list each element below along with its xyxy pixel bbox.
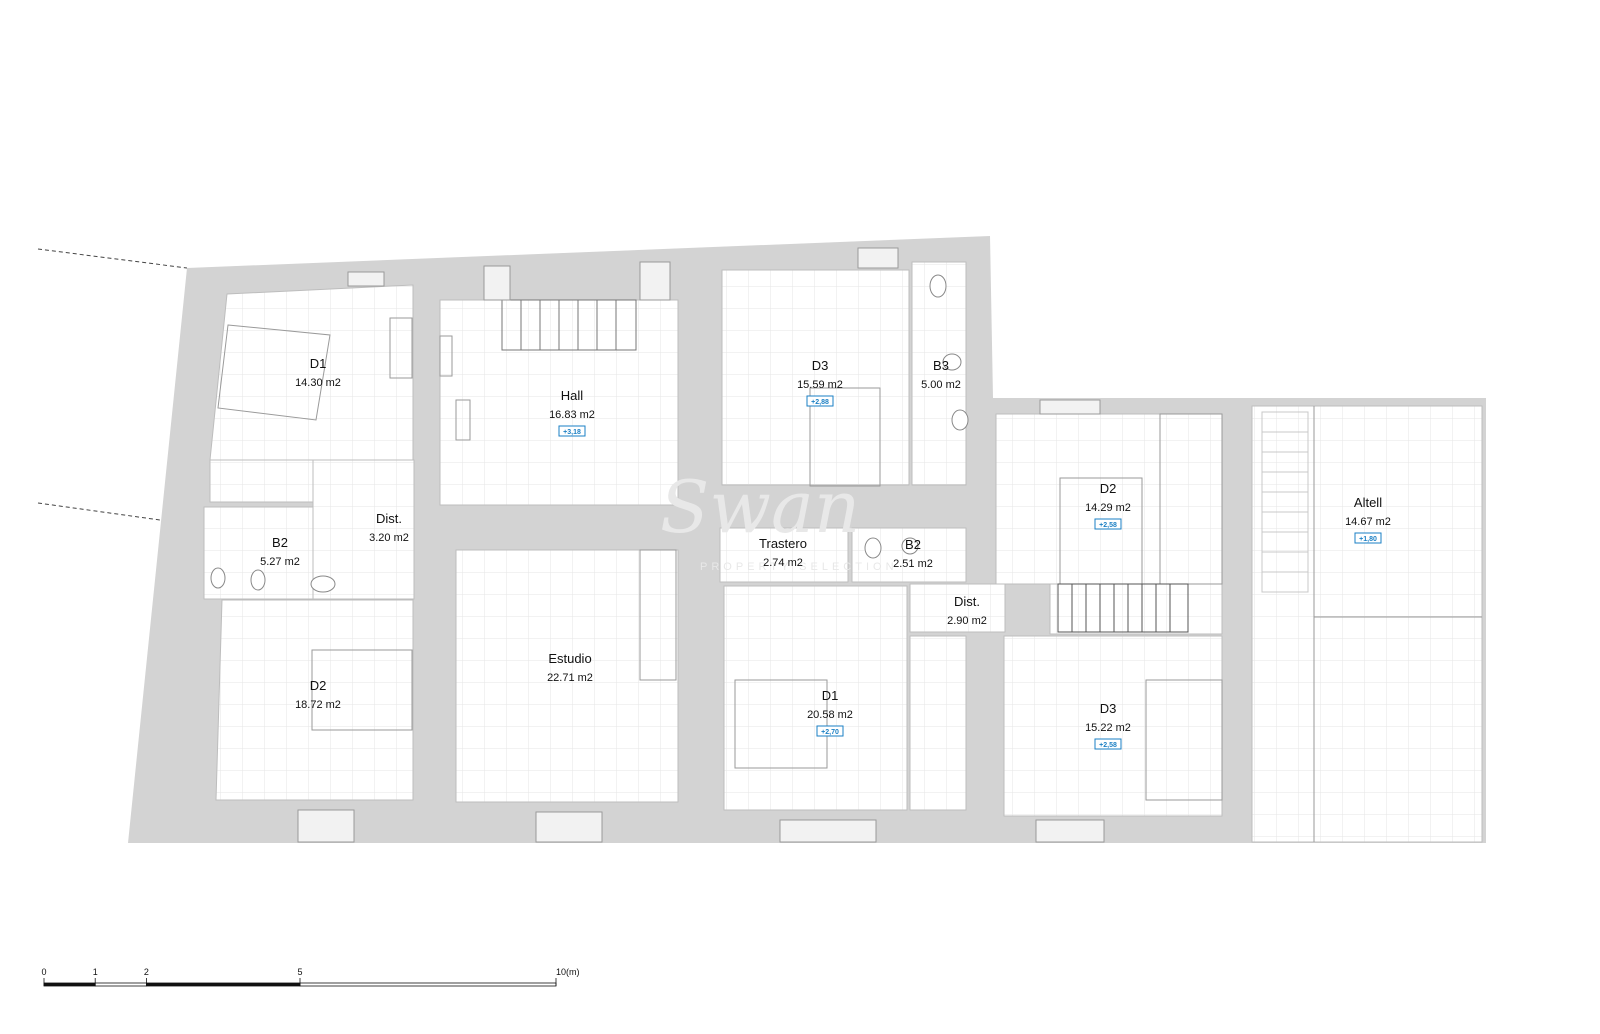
room-label-d2-east: D2 14.29 m2 +2,58 bbox=[1085, 481, 1131, 530]
room-name: D3 bbox=[812, 358, 829, 373]
level-badge: +3,18 bbox=[558, 425, 586, 437]
watermark-tagline: PROPERTY SELECTION bbox=[700, 561, 898, 573]
room-name: D2 bbox=[1100, 481, 1117, 496]
room-name: Altell bbox=[1354, 495, 1382, 510]
stairs-east bbox=[1057, 583, 1189, 633]
level-badge: +2,88 bbox=[806, 395, 834, 407]
room-area: 18.72 m2 bbox=[295, 699, 341, 711]
bidet-icon bbox=[250, 569, 266, 591]
level-value: +2,58 bbox=[1099, 522, 1117, 529]
boundary-lines bbox=[37, 248, 188, 521]
room-name: D2 bbox=[310, 678, 327, 693]
room-area: 14.67 m2 bbox=[1345, 516, 1391, 528]
bidet-icon bbox=[951, 409, 969, 431]
room-area: 20.58 m2 bbox=[807, 709, 853, 721]
room-area: 2.90 m2 bbox=[947, 615, 987, 627]
room-label-hall: Hall 16.83 m2 +3,18 bbox=[549, 388, 595, 437]
room-labels: D1 14.30 m2 B2 5.27 m2 Dist. 3.20 m2 D2 18.72 m… bbox=[260, 356, 1391, 750]
level-badge: +2,58 bbox=[1094, 518, 1122, 530]
level-value: +2,58 bbox=[1099, 742, 1117, 749]
room-name: B2 bbox=[272, 535, 288, 550]
room-label-altell: Altell 14.67 m2 +1,80 bbox=[1345, 495, 1391, 544]
scale-tick-label: 10(m) bbox=[556, 967, 580, 977]
scale-segment bbox=[94, 982, 147, 987]
room-name: Estudio bbox=[548, 651, 591, 666]
room-area: 14.29 m2 bbox=[1085, 502, 1131, 514]
washbasin-icon bbox=[901, 537, 919, 555]
level-value: +2,88 bbox=[811, 399, 829, 406]
room-label-b2-center: B2 2.51 m2 bbox=[893, 537, 933, 570]
scale-segment bbox=[145, 982, 301, 987]
level-badge: +2,58 bbox=[1094, 738, 1122, 750]
room-label-d1-center: D1 20.58 m2 +2,70 bbox=[807, 688, 853, 737]
room-area: 16.83 m2 bbox=[549, 409, 595, 421]
toilet-icon bbox=[864, 537, 882, 559]
room-area: 3.20 m2 bbox=[369, 532, 409, 544]
room-name: Dist. bbox=[954, 594, 980, 609]
room-label-dist-west: Dist. 3.20 m2 bbox=[369, 511, 409, 544]
washbasin-icon bbox=[310, 575, 336, 593]
room-area: 14.30 m2 bbox=[295, 377, 341, 389]
windows bbox=[297, 247, 1105, 843]
level-value: +2,70 bbox=[821, 729, 839, 736]
room-area: 2.51 m2 bbox=[893, 558, 933, 570]
room-label-trastero: Trastero 2.74 m2 bbox=[759, 536, 807, 569]
room-label-d3-center: D3 15.59 m2 +2,88 bbox=[797, 358, 843, 407]
room-area: 15.22 m2 bbox=[1085, 722, 1131, 734]
level-badge: +1,80 bbox=[1354, 532, 1382, 544]
level-value: +1,80 bbox=[1359, 536, 1377, 543]
watermark-brand: Swan bbox=[660, 465, 860, 549]
room-area: 15.59 m2 bbox=[797, 379, 843, 391]
room-label-d2-west: D2 18.72 m2 bbox=[295, 678, 341, 711]
room-label-dist-center: Dist. 2.90 m2 bbox=[947, 594, 987, 627]
room-label-estudio: Estudio 22.71 m2 bbox=[547, 651, 593, 684]
scale-segment bbox=[299, 982, 557, 987]
room-name: B3 bbox=[933, 358, 949, 373]
room-name: B2 bbox=[905, 537, 921, 552]
scale-tick-label: 0 bbox=[41, 967, 46, 977]
room-floors bbox=[203, 261, 1483, 843]
room-name: D1 bbox=[822, 688, 839, 703]
room-name: Hall bbox=[561, 388, 584, 403]
scale-segment bbox=[43, 982, 96, 987]
room-name: D3 bbox=[1100, 701, 1117, 716]
toilet-icon bbox=[210, 567, 226, 589]
sanitary-fixtures bbox=[210, 274, 969, 593]
furniture bbox=[217, 317, 1482, 842]
level-value: +3,18 bbox=[563, 429, 581, 436]
room-area: 5.00 m2 bbox=[921, 379, 961, 391]
room-label-d3-east: D3 15.22 m2 +2,58 bbox=[1085, 701, 1131, 750]
stairs-altell bbox=[1261, 411, 1309, 593]
stairs-hall bbox=[501, 299, 637, 351]
room-area: 22.71 m2 bbox=[547, 672, 593, 684]
scale-tick-label: 2 bbox=[144, 967, 149, 977]
scale-tick-label: 5 bbox=[297, 967, 302, 977]
toilet-icon bbox=[929, 274, 947, 298]
room-name: Dist. bbox=[376, 511, 402, 526]
scale-bar: 0 1 2 5 10(m) bbox=[41, 967, 580, 987]
room-area: 5.27 m2 bbox=[260, 556, 300, 568]
washbasin-icon bbox=[942, 353, 962, 371]
room-name: D1 bbox=[310, 356, 327, 371]
room-label-b3: B3 5.00 m2 bbox=[921, 358, 961, 391]
room-label-d1-west: D1 14.30 m2 bbox=[295, 356, 341, 389]
scale-tick-label: 1 bbox=[93, 967, 98, 977]
room-label-b2-west: B2 5.27 m2 bbox=[260, 535, 300, 568]
level-badge: +2,70 bbox=[816, 725, 844, 737]
room-name: Trastero bbox=[759, 536, 807, 551]
room-area: 2.74 m2 bbox=[763, 557, 803, 569]
